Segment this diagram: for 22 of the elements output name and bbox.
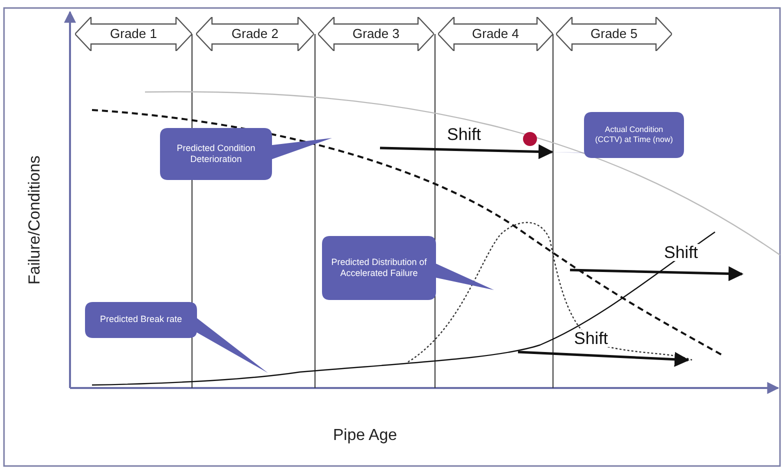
shift-label: Shift [445,126,484,143]
callout-bubble [160,128,332,180]
y-axis-title: Failure/Conditions [25,156,44,284]
grade-band [318,17,434,51]
callout-text: Actual Condition (CCTV) at Time (now) [594,125,674,145]
grade-label: Grade 5 [590,25,638,44]
grade-band [196,17,314,51]
callout-bubble [322,236,494,300]
shift-label: Shift [662,244,700,261]
grade-band [556,17,672,51]
grade-label: Grade 2 [232,25,278,44]
grade-label: Grade 3 [352,25,400,44]
callout-text: Predicted Condition Deterioration [176,142,256,166]
grade-band [75,17,192,51]
grade-label: Grade 1 [110,25,157,44]
grade-label: Grade 4 [472,25,519,44]
callout-bubble [85,302,268,373]
callout-text: Predicted Distribution of Accelerated Failure [330,256,428,280]
callout-text: Predicted Break rate [100,314,182,326]
grade-band [438,17,553,51]
shift-label: Shift [572,330,610,347]
x-axis-title: Pipe Age [333,426,398,446]
